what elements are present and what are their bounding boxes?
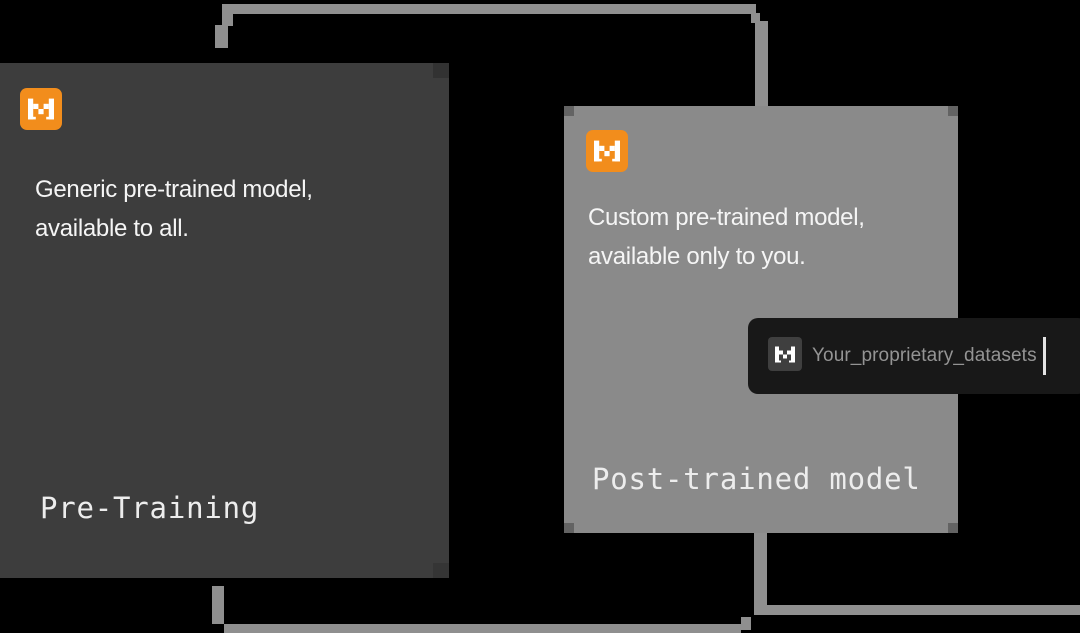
connector-bottom-horizontal (224, 624, 741, 633)
pixel-corner (433, 63, 449, 78)
connector-bottom-right-vertical (754, 533, 767, 615)
pretraining-description-line2: available to all. (35, 215, 189, 242)
mistral-logo-icon (20, 88, 62, 130)
pretraining-description-line1: Generic pre-trained model, (35, 176, 313, 203)
text-cursor (1043, 337, 1046, 375)
connector-bottom-left-stub (212, 586, 224, 624)
proprietary-datasets-text: Your_proprietary_datasets (812, 345, 1037, 366)
connector-bottom-right-step (741, 617, 751, 630)
pretraining-card: Generic pre-trained model, available to … (0, 63, 449, 578)
proprietary-datasets-chip[interactable]: Your_proprietary_datasets (748, 318, 1080, 394)
pixel-corner (564, 523, 574, 533)
mistral-logo-icon (586, 130, 628, 172)
mistral-m-glyph (594, 140, 620, 162)
connector-top-right-step (751, 13, 760, 23)
connector-top-left-stub (215, 25, 228, 48)
pixel-corner (564, 106, 574, 116)
mistral-m-glyph (775, 346, 795, 362)
mistral-logo-icon (768, 337, 802, 371)
posttrained-description-line2: available only to you. (588, 243, 806, 270)
pixel-corner (433, 563, 449, 578)
pixel-corner (948, 106, 958, 116)
posttrained-label: Post-trained model (592, 462, 921, 496)
connector-top-horizontal (222, 4, 756, 14)
connector-right-exit-horizontal (754, 605, 1080, 615)
posttrained-description-line1: Custom pre-trained model, (588, 204, 865, 231)
mistral-m-glyph (28, 98, 54, 120)
connector-top-left-step (222, 13, 233, 26)
pixel-corner (948, 523, 958, 533)
connector-top-right-vertical (755, 21, 768, 107)
pretraining-label: Pre-Training (40, 491, 260, 525)
